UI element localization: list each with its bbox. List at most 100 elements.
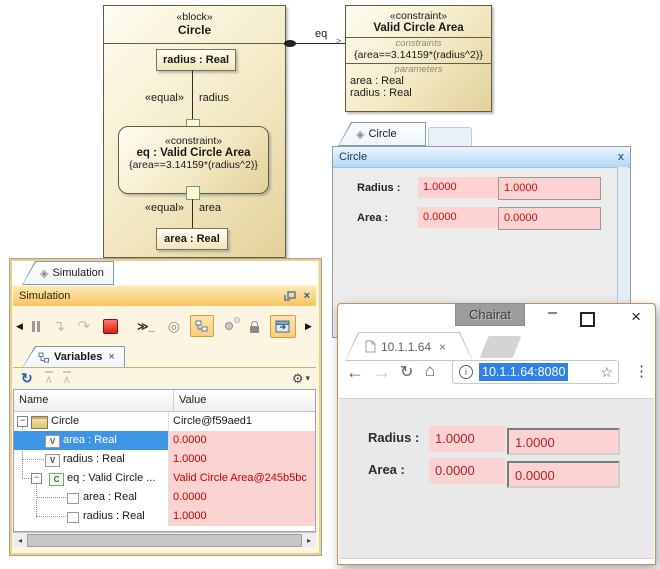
table-row[interactable]: radius : Real 1.0000 [14,507,315,526]
variables-pane-button[interactable] [189,315,214,337]
expand-all-icon[interactable]: ∧ [62,371,71,386]
reload-icon[interactable]: ↻ [400,364,414,381]
variables-toolbar: ↻ ∧ ∧ ⚙ ▾ [13,368,316,389]
tree-connector-line [22,459,44,460]
maximize-button[interactable] [580,312,595,327]
browser-tab[interactable]: 10.1.1.64 × [345,332,473,361]
tab-variables[interactable]: Variables × [22,346,125,368]
expander-icon[interactable]: − [31,473,42,484]
eq-connector-line[interactable] [295,43,345,44]
info-icon[interactable]: i [459,365,473,379]
close-button[interactable]: × [631,307,641,326]
horizontal-scrollbar[interactable]: ◂ ▸ [13,532,316,547]
close-icon[interactable]: × [303,290,310,302]
restore-window-icon[interactable] [283,290,296,302]
radius-input[interactable]: 1.0000 [507,428,620,455]
constraint-property-name: eq : Valid Circle Area [136,147,251,159]
simulation-titlebar[interactable]: Simulation × [13,286,316,306]
table-row[interactable]: − Circle Circle@f59aed1 [14,412,315,431]
address-bar[interactable]: i 10.1.1.64:8080 ☆ [452,360,619,384]
tree-connector-line [22,425,23,478]
open-in-window-button[interactable] [269,314,296,338]
gear-icon[interactable]: ⚙ [291,370,304,386]
tree-connector-line [22,478,31,479]
bookmark-star-icon[interactable]: ☆ [600,363,613,380]
window-arrow-icon [275,320,290,332]
menu-icon[interactable]: ⋮ [634,363,649,380]
constraints-compartment-label: constraints [395,38,442,49]
table-row[interactable]: V radius : Real 1.0000 [14,450,315,469]
constraint-property-box[interactable]: «constraint» eq : Valid Circle Area {are… [118,126,269,194]
tree-node-label: area : Real [63,434,117,446]
chevron-down-icon[interactable]: ▾ [305,373,310,383]
url-text[interactable]: 10.1.1.64:8080 [479,363,569,381]
browser-window: – × 10.1.1.64 × ← → ↻ ⌂ i 10.1.1.64:8080… [337,303,656,565]
block-icon [31,416,48,429]
area-input[interactable]: 0.0000 [507,461,620,488]
valid-circle-area-block[interactable]: «constraint» Valid Circle Area constrain… [345,5,492,112]
tree-node-value: Circle@f59aed1 [168,412,315,431]
table-row[interactable]: V area : Real 0.0000 [14,431,315,450]
equal-stereotype-top: «equal» [144,92,184,104]
table-row[interactable]: − C eq : Valid Circle ... Valid Circle A… [14,469,315,488]
close-icon[interactable]: × [108,351,115,363]
column-value[interactable]: Value [179,394,207,406]
refresh-icon[interactable]: ↻ [21,370,33,386]
area-field-label: Area : [357,212,389,224]
parameter-icon [67,493,79,504]
forward-icon[interactable]: → [373,362,391,382]
parameter-pin-area[interactable] [186,186,200,200]
user-name-overlay: Chairat [455,303,525,326]
constraint-property-stereotype: «constraint» [164,135,223,147]
scroll-left-icon[interactable]: ◀ [16,320,23,331]
scrollbar-thumb[interactable] [27,533,302,547]
radius-input[interactable]: 1.0000 [498,177,601,200]
pause-button[interactable] [31,320,41,332]
step-into-button[interactable]: ↴ [52,318,66,335]
console-button[interactable]: ≫_ [137,320,155,333]
binding-connector-top[interactable] [192,70,193,120]
area-input[interactable]: 0.0000 [498,207,601,230]
binding-connector-bottom[interactable] [192,199,193,229]
tree-node-value: 0.0000 [168,431,315,450]
table-header[interactable]: Name Value [14,390,315,412]
tree-node-label: Circle [51,415,80,427]
vertical-scrollbar[interactable] [617,167,628,335]
tab-close-icon[interactable]: × [439,339,447,354]
tab-simulation-label: Simulation [52,267,104,279]
stop-button[interactable] [103,318,119,334]
constraint-block-stereotype: «constraint» [389,10,448,22]
new-tab-button[interactable] [479,336,522,358]
tree-node-label: radius : Real [83,510,145,522]
scroll-right-arrow[interactable]: ▸ [306,535,311,545]
tree-node-value: 0.0000 [168,488,315,507]
radius-part-label: radius : Real [162,54,230,66]
tree-connector-line [36,497,66,498]
step-over-button[interactable]: ↷ [77,318,91,335]
column-name[interactable]: Name [14,390,174,411]
animation-button[interactable]: ◎ [167,317,180,334]
parameter-icon [67,512,79,523]
lock-button[interactable] [248,320,262,333]
tab-circle[interactable]: ◈ Circle [338,122,426,146]
area-end-label: area [199,202,222,214]
circle-block-stereotype: «block» [176,11,213,23]
radius-part-box[interactable]: radius : Real [156,49,236,71]
scroll-right-icon[interactable]: ▶ [304,320,312,331]
tree-connector-line [36,483,37,516]
collapse-all-icon[interactable]: ∧ [44,371,53,386]
expander-icon[interactable]: − [17,416,28,427]
breakpoints-button[interactable] [224,317,240,330]
scroll-left-arrow[interactable]: ◂ [17,535,22,545]
tab-simulation[interactable]: ◈ Simulation [22,261,114,285]
close-icon[interactable]: x [617,151,624,163]
area-part-box[interactable]: area : Real [156,228,228,250]
back-icon[interactable]: ← [346,362,364,382]
home-icon[interactable]: ⌂ [425,361,436,380]
circle-ui-titlebar[interactable]: Circle x [333,147,630,168]
simulation-config-icon: ◈ [356,128,365,141]
minimize-button[interactable]: – [548,304,557,321]
table-row[interactable]: area : Real 0.0000 [14,488,315,507]
tab-stub[interactable] [428,127,472,147]
